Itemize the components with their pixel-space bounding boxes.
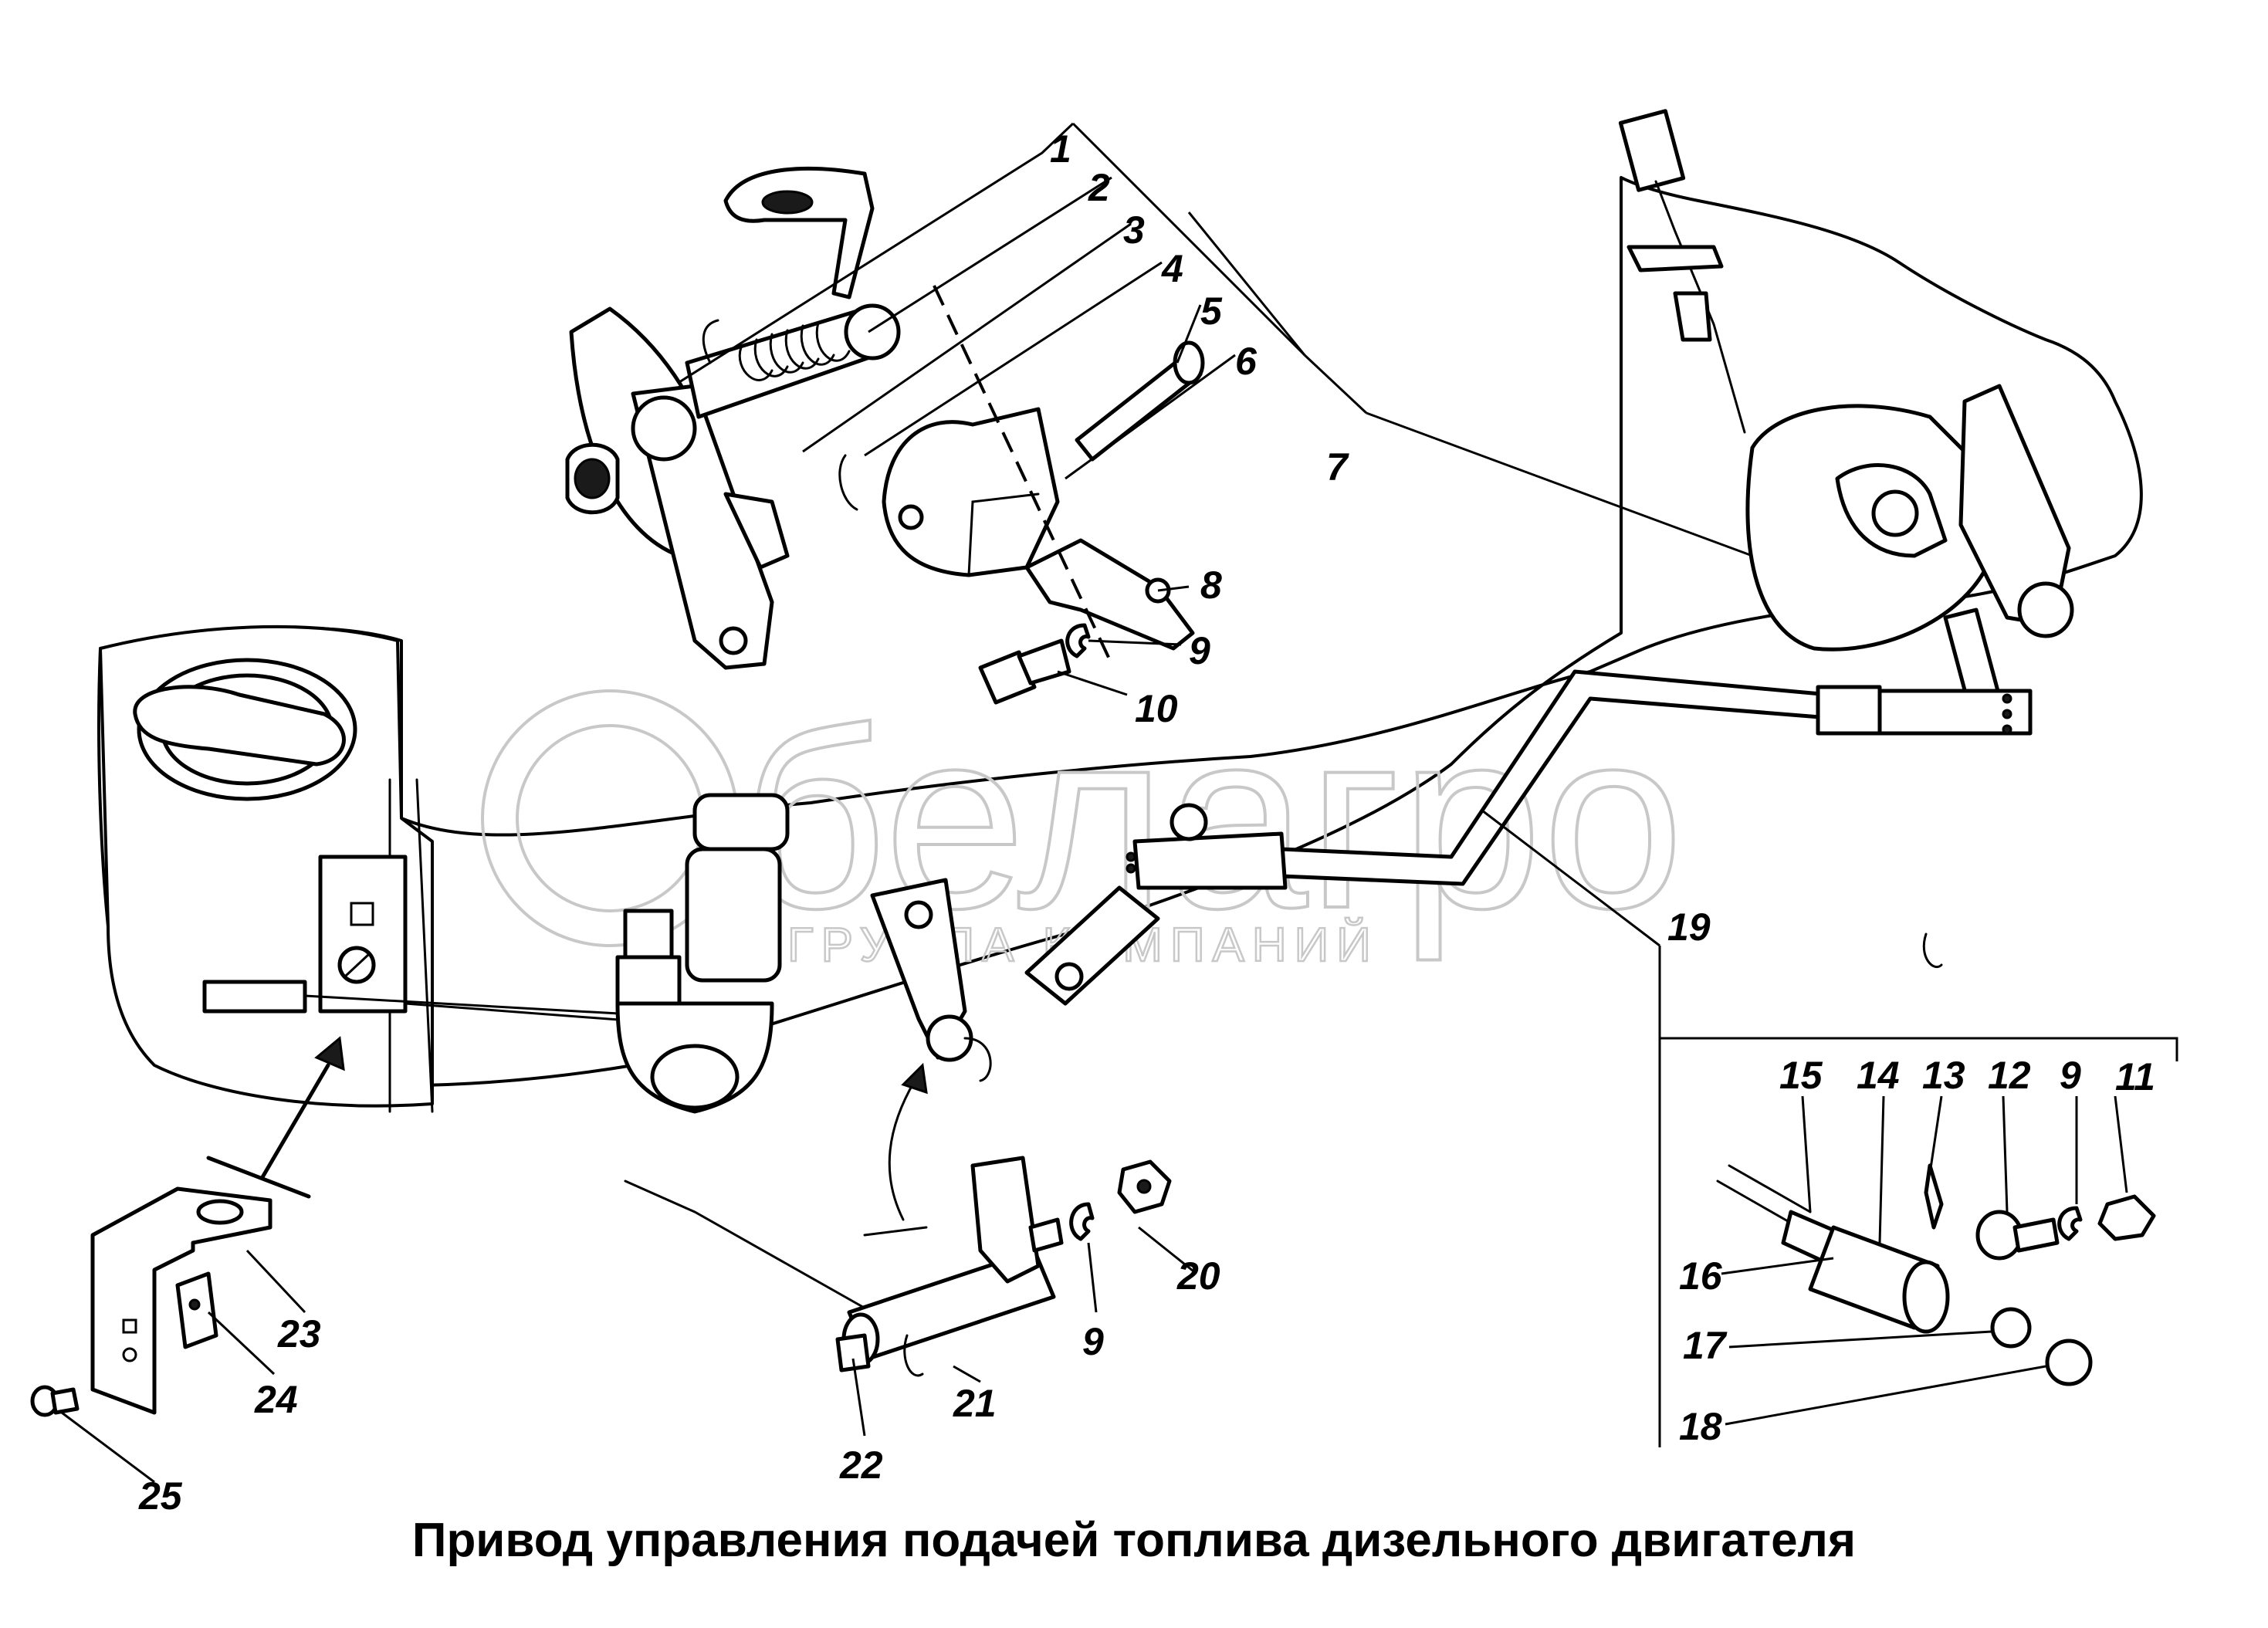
callout-24: 24: [254, 1378, 298, 1421]
rod-end-left: [1024, 803, 1288, 1006]
callout-9-bottom: 9: [1082, 1320, 1104, 1363]
spring-coil: [738, 321, 851, 381]
callout-1: 1: [1050, 127, 1071, 171]
callout-9-top: 9: [1189, 629, 1210, 672]
bracket-line: [206, 1156, 311, 1199]
throttle-lever-lower: [870, 878, 992, 1082]
callout-18: 18: [1679, 1405, 1722, 1448]
accelerator-pedal: [1618, 109, 2074, 736]
callout-2: 2: [1088, 166, 1110, 209]
callout-14: 14: [1857, 1054, 1900, 1097]
pedal-pad: [838, 407, 1195, 651]
callout-11: 11: [2115, 1055, 2155, 1098]
control-rod: [1279, 669, 2033, 886]
washer-9-top: [1065, 623, 1091, 658]
diagram-caption: Привод управления подачей топлива дизель…: [411, 1514, 1857, 1567]
arrow-bracket: [260, 1063, 330, 1180]
oil-filler-cap: [133, 658, 357, 801]
callout-numbers: 1 2 3 4 5 6 7 8 9 10 15 14 13 12 9 11 19…: [138, 127, 2155, 1518]
injection-pump: [615, 793, 790, 1114]
callout-5: 5: [1200, 289, 1223, 333]
washer-9-bottom: [1069, 1202, 1095, 1241]
nut-20: [1117, 1159, 1172, 1214]
arrow-lever-head: [901, 1062, 928, 1095]
callout-9-right: 9: [2060, 1054, 2081, 1097]
callout-17: 17: [1683, 1324, 1728, 1367]
callout-6: 6: [1235, 340, 1258, 383]
callout-3: 3: [1123, 208, 1145, 252]
lever-assembly: [565, 303, 901, 670]
callout-13: 13: [1922, 1054, 1965, 1097]
callout-10: 10: [1135, 687, 1178, 730]
pedal-bracket: [723, 166, 875, 300]
callout-8: 8: [1200, 564, 1222, 607]
callout-16: 16: [1679, 1254, 1723, 1298]
callout-20: 20: [1176, 1254, 1220, 1298]
rod-end-detail: [1716, 932, 2156, 1386]
centerline-dashed: [933, 285, 1113, 665]
callout-22: 22: [839, 1444, 883, 1487]
leader-lines: [61, 122, 2178, 1484]
callout-23: 23: [277, 1312, 321, 1356]
lower-lever: [624, 1156, 1064, 1377]
callout-21: 21: [953, 1382, 997, 1425]
screw-25: [30, 1385, 80, 1417]
callout-7: 7: [1326, 445, 1349, 489]
callout-19: 19: [1667, 905, 1711, 949]
callout-25: 25: [138, 1474, 183, 1518]
arrow-lever: [888, 1079, 916, 1221]
callout-12: 12: [1988, 1054, 2031, 1097]
mounting-bracket: [90, 1186, 272, 1415]
callout-15: 15: [1779, 1054, 1823, 1097]
bracket-block: [202, 855, 716, 1028]
arrow-bracket-head: [314, 1036, 345, 1071]
bolt-10: [978, 638, 1071, 705]
callout-4: 4: [1161, 247, 1183, 290]
pin: [1075, 340, 1205, 462]
